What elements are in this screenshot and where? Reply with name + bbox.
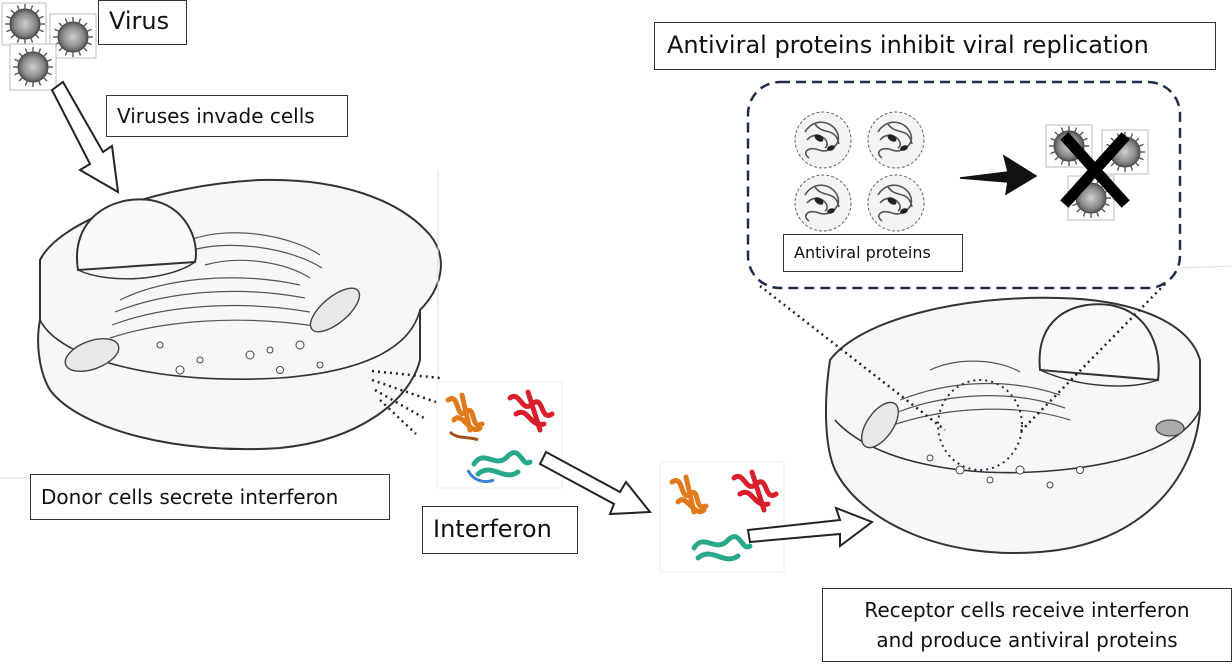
virus-label: Virus: [98, 0, 187, 45]
antiviral-title-label: Antiviral proteins inhibit viral replica…: [654, 22, 1216, 70]
interferon-label: Interferon: [422, 506, 578, 554]
donor-cells-label: Donor cells secrete interferon: [30, 474, 390, 520]
receptor-cells-label: Receptor cells receive interferon and pr…: [822, 588, 1232, 662]
antiviral-protein-icon: [794, 111, 852, 169]
receptor-label-line1: Receptor cells receive interferon: [864, 598, 1190, 622]
donor-cell: [37, 178, 442, 451]
secretion-lines: [371, 369, 441, 435]
receptor-label-line2: and produce antiviral proteins: [876, 628, 1178, 652]
invasion-arrow: [50, 80, 120, 194]
inhibit-arrow: [959, 154, 1038, 196]
zoom-lines: [759, 283, 1166, 433]
virus-icon: [49, 13, 97, 59]
receptor-cell: [825, 296, 1201, 554]
cross-icon: [1060, 132, 1130, 208]
focus-region: [937, 379, 1023, 471]
receptor-arrow: [746, 506, 875, 548]
interferon-molecules: [436, 381, 563, 489]
antiviral-protein-icon: [867, 174, 925, 232]
invade-label: Viruses invade cells: [106, 95, 348, 137]
divider-line: [1179, 265, 1232, 269]
antiviral-proteins-label: Antiviral proteins: [783, 234, 963, 272]
donor-nucleus: [75, 198, 197, 272]
transfer-arrow: [538, 450, 653, 516]
virus-icon: [9, 43, 57, 91]
virus-icon: [1, 2, 47, 46]
interferon-molecules: [659, 461, 785, 573]
antiviral-protein-icon: [794, 174, 852, 232]
antiviral-protein-icon: [867, 111, 925, 169]
receptor-nucleus: [1038, 303, 1160, 382]
